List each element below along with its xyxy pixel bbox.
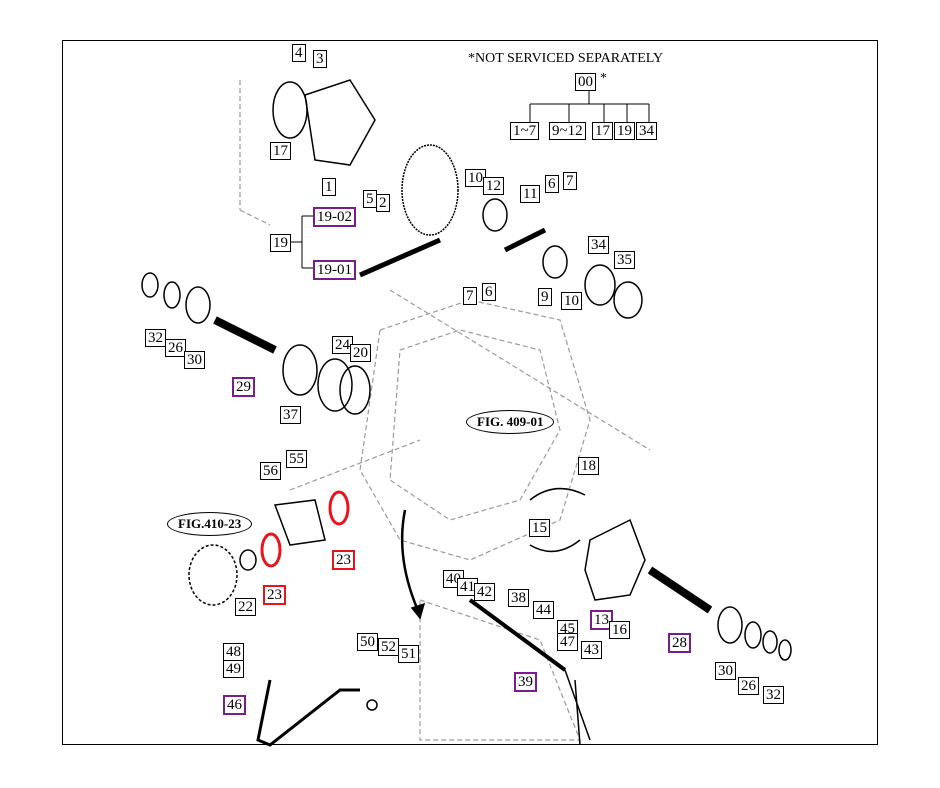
callout-part-50[interactable]: 50	[357, 633, 378, 651]
gear-9	[542, 245, 568, 279]
callout-part-37[interactable]: 37	[280, 406, 301, 424]
diff-case-1	[304, 79, 376, 166]
callout-part-35[interactable]: 35	[614, 251, 635, 269]
callout-part-2[interactable]: 2	[376, 194, 390, 212]
callout-part-30[interactable]: 30	[715, 662, 736, 680]
callout-part-46[interactable]: 46	[223, 695, 246, 715]
lever-46	[256, 679, 360, 747]
callout-part-22[interactable]: 22	[235, 598, 256, 616]
callout-part-38[interactable]: 38	[508, 589, 529, 607]
callout-part-43[interactable]: 43	[581, 641, 602, 659]
callout-part-52[interactable]: 52	[378, 638, 399, 656]
diagram-frame	[62, 40, 878, 745]
not-serviced-note: *NOT SERVICED SEPARATELY	[468, 51, 664, 66]
callout-part-18[interactable]: 18	[578, 457, 599, 475]
callout-part-32[interactable]: 32	[145, 329, 166, 347]
leader-lines	[287, 90, 650, 269]
callout-part-10[interactable]: 10	[561, 292, 582, 310]
callout-part-55[interactable]: 55	[286, 450, 307, 468]
assembly-00-callout[interactable]: 00	[575, 73, 596, 91]
callout-part-44[interactable]: 44	[533, 601, 554, 619]
callout-part-15[interactable]: 15	[529, 519, 550, 537]
callout-part-26[interactable]: 26	[738, 677, 759, 695]
callout-part-49[interactable]: 49	[223, 660, 244, 678]
callout-part-12[interactable]: 12	[483, 177, 504, 195]
parts	[141, 79, 792, 747]
part-34	[584, 264, 616, 306]
assembly-asterisk: *	[600, 71, 607, 86]
gear-12	[482, 198, 508, 232]
callout-part-42[interactable]: 42	[474, 583, 495, 601]
retainer-55	[273, 499, 326, 546]
callout-part-23[interactable]: 23	[263, 585, 286, 605]
callout-part-19-02[interactable]: 19-02	[313, 207, 356, 227]
callout-part-11[interactable]: 11	[520, 185, 541, 203]
bearing-35	[613, 281, 643, 319]
callout-part-56[interactable]: 56	[260, 462, 281, 480]
pinion-shaft	[358, 237, 442, 278]
callout-part-17[interactable]: 17	[270, 142, 291, 160]
callout-part-10[interactable]: 10	[465, 169, 486, 187]
assembly-child[interactable]: 19	[614, 122, 635, 140]
callout-part-34[interactable]: 34	[588, 236, 609, 254]
callout-part-9[interactable]: 9	[538, 288, 552, 306]
callout-part-4[interactable]: 4	[292, 44, 306, 62]
callout-part-13[interactable]: 13	[590, 610, 613, 630]
shaft-28	[647, 566, 713, 614]
ring-gear	[401, 144, 459, 236]
callout-part-48[interactable]: 48	[223, 643, 244, 661]
figure-ref-409-01[interactable]: FIG. 409-01	[466, 410, 555, 434]
callout-part-7[interactable]: 7	[463, 287, 477, 305]
callout-part-19[interactable]: 19	[270, 234, 291, 252]
callout-part-16[interactable]: 16	[609, 621, 630, 639]
cover-13	[584, 518, 646, 601]
assembly-child[interactable]: 1~7	[510, 122, 540, 140]
figure-ref-410-23[interactable]: FIG.410-23	[167, 512, 253, 536]
callout-part-29[interactable]: 29	[232, 377, 255, 397]
bearing-17	[272, 81, 308, 139]
callout-part-1[interactable]: 1	[322, 178, 336, 196]
callout-part-20[interactable]: 20	[350, 344, 371, 362]
shaft-11	[503, 227, 547, 253]
shaft-29	[213, 316, 277, 354]
housing-outline	[239, 80, 651, 741]
callout-part-23[interactable]: 23	[332, 550, 355, 570]
assembly-label: 00	[578, 74, 593, 90]
callout-part-26[interactable]: 26	[165, 339, 186, 357]
bearing-30	[185, 286, 211, 324]
callout-part-28[interactable]: 28	[668, 633, 691, 653]
callout-part-24[interactable]: 24	[332, 336, 353, 354]
callout-part-47[interactable]: 47	[557, 633, 578, 651]
callout-part-5[interactable]: 5	[363, 190, 377, 208]
fork-43	[564, 669, 591, 746]
callout-part-6[interactable]: 6	[545, 175, 559, 193]
assembly-child[interactable]: 9~12	[549, 122, 586, 140]
assembly-child[interactable]: 17	[592, 122, 613, 140]
callout-part-39[interactable]: 39	[514, 672, 537, 692]
callout-part-19-01[interactable]: 19-01	[313, 260, 356, 280]
callout-part-51[interactable]: 51	[398, 645, 419, 663]
gear-fig410	[188, 544, 238, 606]
callout-part-7[interactable]: 7	[563, 172, 577, 190]
callout-part-30[interactable]: 30	[184, 351, 205, 369]
callout-part-32[interactable]: 32	[763, 686, 784, 704]
assembly-child[interactable]: 34	[636, 122, 657, 140]
callout-part-6[interactable]: 6	[482, 283, 496, 301]
callout-part-3[interactable]: 3	[313, 50, 327, 68]
shift-rod-39	[468, 598, 567, 672]
